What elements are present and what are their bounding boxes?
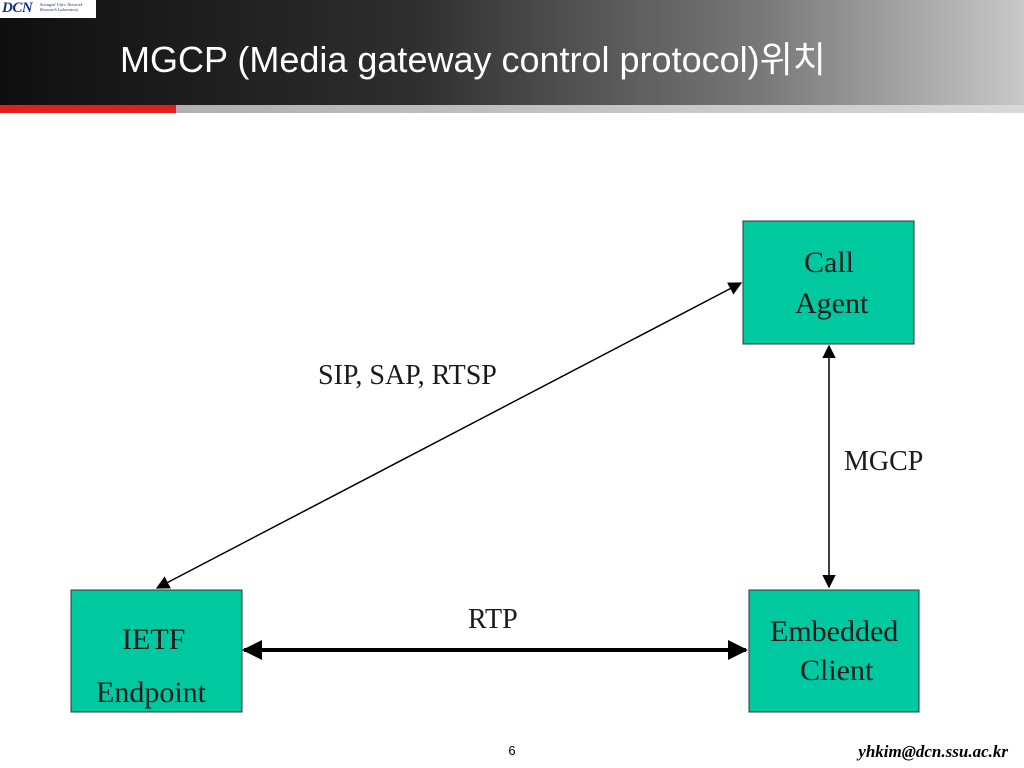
mgcp-edge-label: MGCP	[844, 446, 923, 477]
title-banner: DCN Soongsil Univ. Network Research Labo…	[0, 0, 1024, 105]
logo-mark: DCN	[2, 0, 33, 16]
sip-edge	[155, 282, 743, 589]
logo-subtitle: Soongsil Univ. Network Research Laborato…	[40, 2, 83, 12]
call-agent-node: Call Agent	[742, 220, 915, 345]
sip-edge-label: SIP, SAP, RTSP	[318, 360, 497, 391]
accent-bar-red	[0, 105, 176, 113]
embedded-client-label-line2: Client	[800, 654, 874, 687]
embedded-client-label-line1: Embedded	[770, 615, 898, 648]
call-agent-label-line1: Call	[804, 246, 854, 279]
embedded-client-node: Embedded Client	[748, 589, 920, 713]
page-number: 6	[508, 743, 516, 758]
footer-email: yhkim@dcn.ssu.ac.kr	[858, 742, 1008, 761]
call-agent-label-line2: Agent	[795, 287, 869, 320]
slide-title: MGCP (Media gateway control protocol)위치	[120, 39, 826, 80]
ietf-endpoint-node: IETF Endpoint	[70, 589, 243, 713]
ietf-endpoint-label-line1: IETF	[122, 623, 185, 656]
accent-bar-gray	[176, 105, 1024, 113]
ietf-endpoint-label-line2: Endpoint	[96, 676, 207, 709]
rtp-edge-label: RTP	[468, 604, 518, 635]
logo: DCN Soongsil Univ. Network Research Labo…	[0, 0, 96, 18]
